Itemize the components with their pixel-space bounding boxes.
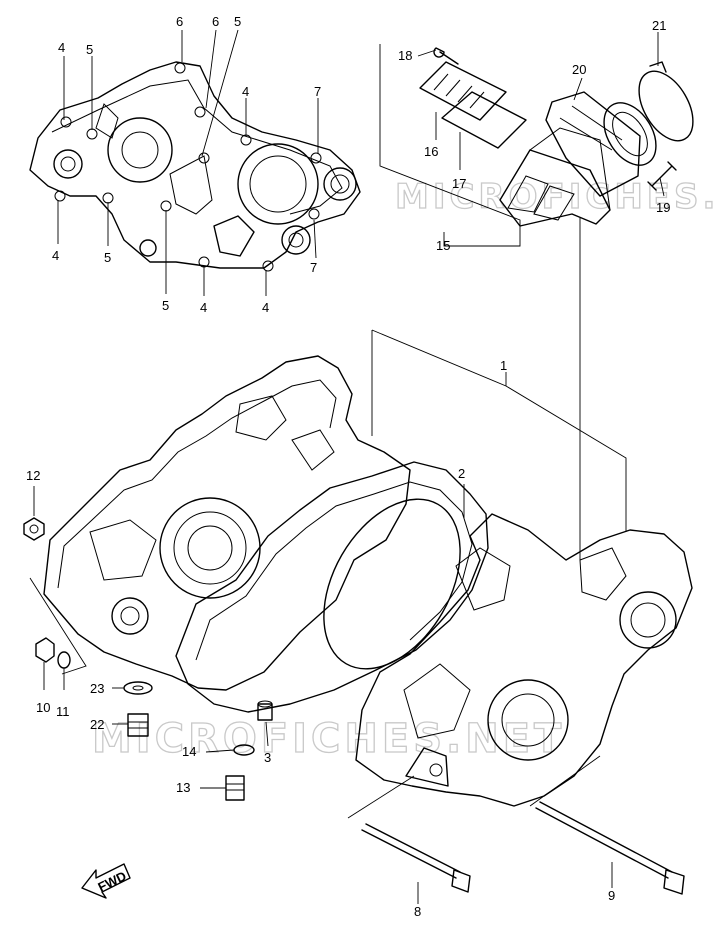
- callout-6: 6: [176, 14, 183, 29]
- callout-17: 17: [452, 176, 466, 191]
- callout-4: 4: [200, 300, 207, 315]
- reed-valve-assembly: [419, 47, 694, 227]
- small-parts: [23, 517, 685, 895]
- callout-6: 6: [212, 14, 219, 29]
- crankcase-main: [43, 355, 693, 807]
- callout-19: 19: [656, 200, 670, 215]
- forward-direction-arrow: FWD: [81, 863, 131, 899]
- callout-5: 5: [234, 14, 241, 29]
- callout-13: 13: [176, 780, 190, 795]
- callout-23: 23: [90, 681, 104, 696]
- callout-9: 9: [608, 888, 615, 903]
- callout-1: 1: [500, 358, 507, 373]
- callout-10: 10: [36, 700, 50, 715]
- callout-15: 15: [436, 238, 450, 253]
- callout-4: 4: [58, 40, 65, 55]
- callout-5: 5: [162, 298, 169, 313]
- callout-11: 11: [56, 704, 70, 719]
- crankcase-right-inner-view: [29, 61, 361, 272]
- callout-3: 3: [264, 750, 271, 765]
- callout-2: 2: [458, 466, 465, 481]
- callout-7: 7: [310, 260, 317, 275]
- watermark-top: MICROFICHES.NET: [395, 177, 720, 217]
- callout-18: 18: [398, 48, 412, 63]
- callout-4: 4: [52, 248, 59, 263]
- callout-labels: 6 6 5 4 5 4 7 4 5 5 4 4 7 18 21 20 16 17…: [26, 14, 670, 919]
- callout-14: 14: [182, 744, 196, 759]
- callout-20: 20: [572, 62, 586, 77]
- callout-8: 8: [414, 904, 421, 919]
- watermark-bottom: MICROFICHES.NET: [92, 716, 565, 762]
- callout-22: 22: [90, 717, 104, 732]
- leader-lines: [29, 29, 665, 904]
- callout-5: 5: [104, 250, 111, 265]
- callout-4: 4: [242, 84, 249, 99]
- callout-16: 16: [424, 144, 438, 159]
- callout-12: 12: [26, 468, 40, 483]
- callout-5: 5: [86, 42, 93, 57]
- fwd-label: FWD: [96, 868, 129, 894]
- callout-7: 7: [314, 84, 321, 99]
- callout-4: 4: [262, 300, 269, 315]
- callout-21: 21: [652, 18, 666, 33]
